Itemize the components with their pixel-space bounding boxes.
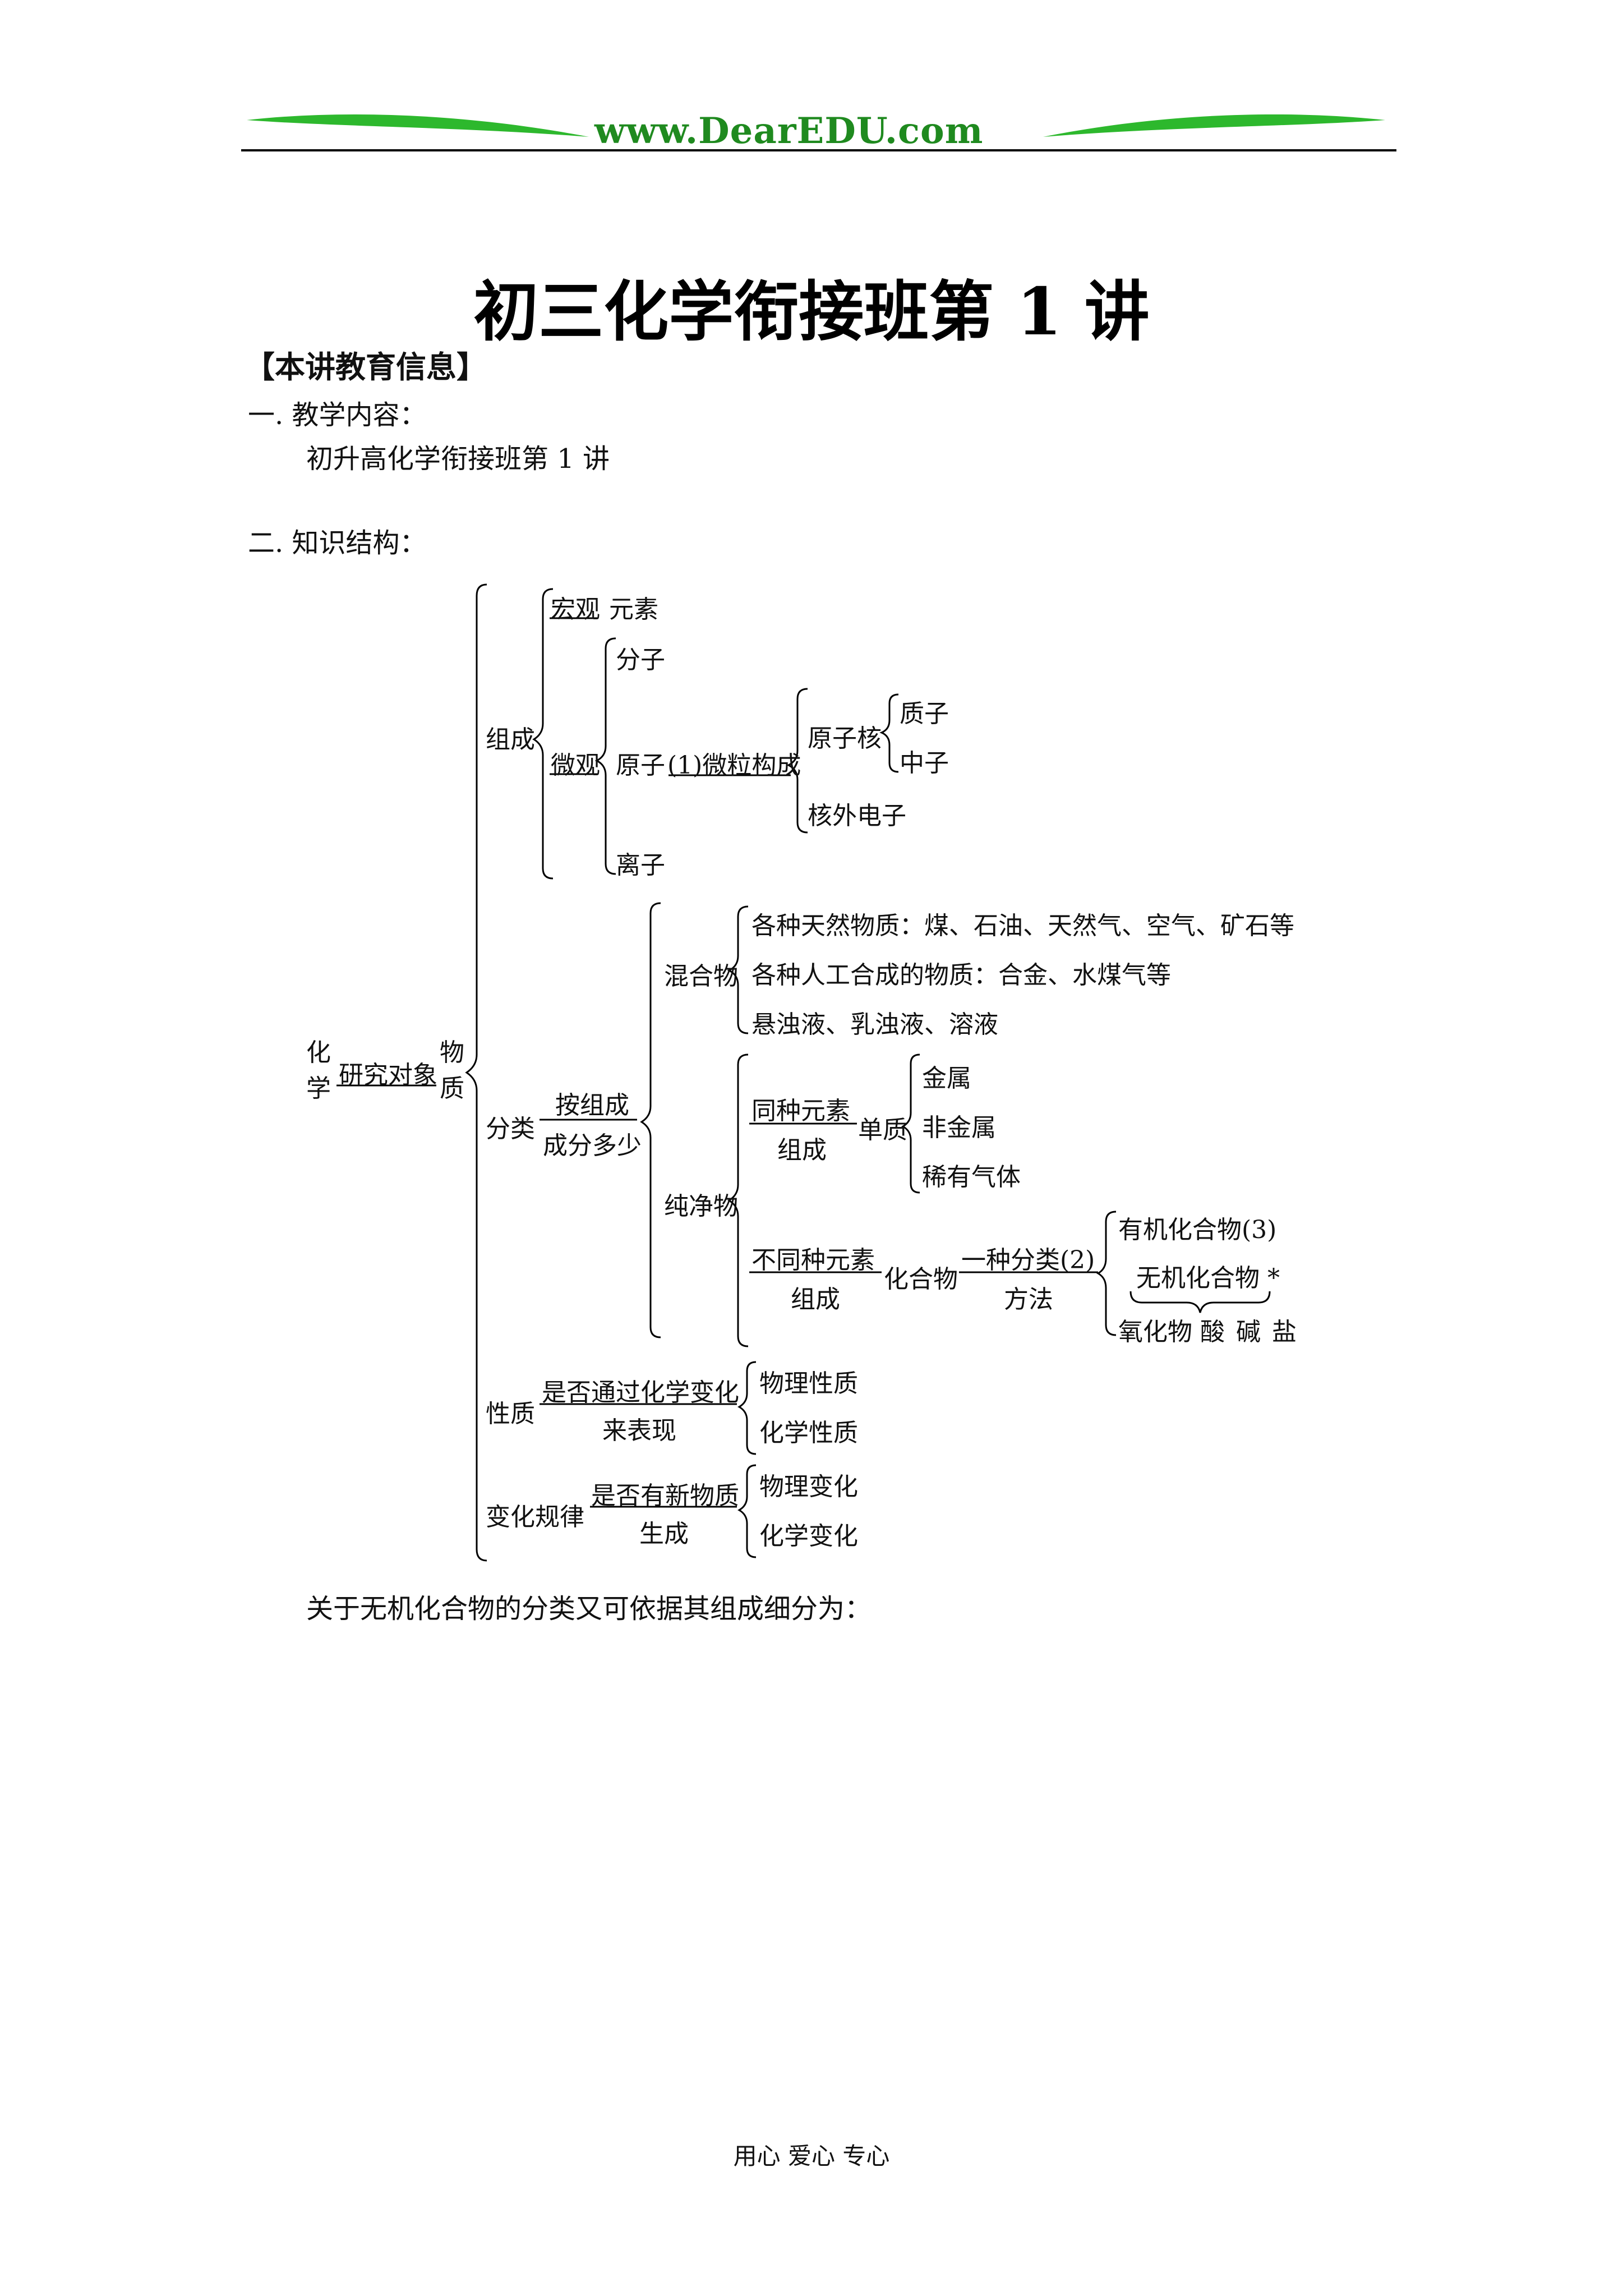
- molecule-label: 分子: [616, 646, 665, 674]
- property-item-chemical: 化学性质: [759, 1419, 858, 1447]
- method-edge-top: 一种分类(2): [961, 1246, 1095, 1274]
- simple-item-noble-gas: 稀有气体: [922, 1163, 1021, 1191]
- inorganic-part-acid: 酸: [1200, 1318, 1225, 1346]
- simple-item-nonmetal: 非金属: [922, 1114, 996, 1142]
- composition-label: 组成: [486, 725, 535, 754]
- root-edge-label: 研究对象: [339, 1061, 437, 1089]
- change-edge-bottom: 生成: [639, 1520, 689, 1548]
- atom-label: 原子: [616, 751, 665, 780]
- inorganic-part-oxide: 氧化物: [1118, 1318, 1192, 1346]
- object-bottom: 质: [440, 1074, 464, 1103]
- atom-edge-label: (1)微粒构成: [667, 751, 801, 780]
- inorganic-part-base: 碱: [1236, 1318, 1261, 1346]
- property-item-physical: 物理性质: [759, 1369, 858, 1398]
- property-edge-bottom: 来表现: [602, 1416, 676, 1445]
- change-label: 变化规律: [486, 1503, 584, 1531]
- page-footer: 用心 爱心 专心: [733, 2142, 890, 2170]
- diff-element-bottom: 组成: [791, 1285, 840, 1314]
- change-item-chemical: 化学变化: [759, 1522, 858, 1550]
- section1-content: 初升高化学衔接班第 1 讲: [306, 443, 610, 475]
- site-logo: www.DearEDU.com: [594, 110, 984, 152]
- change-item-physical: 物理变化: [759, 1473, 858, 1501]
- ion-label: 离子: [616, 851, 665, 880]
- property-edge-top: 是否通过化学变化: [542, 1378, 739, 1407]
- mixture-label: 混合物: [664, 962, 738, 991]
- header-banner: [241, 114, 1396, 151]
- root-top: 化: [306, 1038, 331, 1067]
- simple-substance-label: 单质: [858, 1116, 907, 1144]
- page-title: 初三化学衔接班第 1 讲: [473, 274, 1150, 350]
- inorganic-note: 关于无机化合物的分类又可依据其组成细分为：: [306, 1593, 872, 1625]
- mixture-item-1: 各种天然物质：煤、石油、天然气、空气、矿石等: [751, 912, 1294, 940]
- inorganic-part-salt: 盐: [1272, 1318, 1297, 1346]
- property-label: 性质: [486, 1400, 535, 1428]
- classification-edge-top: 按组成: [555, 1091, 629, 1120]
- macro-label: 宏观: [551, 595, 600, 624]
- mixture-item-3: 悬浊液、乳浊液、溶液: [751, 1010, 998, 1039]
- section2-label: 二. 知识结构：: [248, 527, 427, 559]
- compound-label: 化合物: [884, 1265, 958, 1294]
- section1-label: 一. 教学内容：: [248, 399, 427, 431]
- same-element-top: 同种元素: [751, 1097, 850, 1125]
- root-bottom: 学: [306, 1074, 331, 1103]
- mixture-item-2: 各种人工合成的物质：合金、水煤气等: [751, 961, 1171, 990]
- method-edge-bottom: 方法: [1004, 1285, 1053, 1314]
- same-element-bottom: 组成: [777, 1136, 827, 1165]
- classification-edge-bottom: 成分多少: [543, 1131, 642, 1160]
- nucleus-label: 原子核: [808, 724, 882, 753]
- object-top: 物: [440, 1038, 464, 1067]
- organic-compound-label: 有机化合物(3): [1118, 1216, 1277, 1244]
- proton-label: 质子: [900, 700, 949, 728]
- micro-label: 微观: [551, 751, 600, 780]
- change-edge-top: 是否有新物质: [591, 1481, 739, 1510]
- diff-element-top: 不同种元素: [751, 1246, 875, 1274]
- electron-label: 核外电子: [808, 802, 906, 830]
- classification-label: 分类: [486, 1115, 535, 1143]
- info-heading: 【本讲教育信息】: [245, 349, 487, 385]
- inorganic-compound-label: 无机化合物 *: [1136, 1264, 1280, 1292]
- element-label: 元素: [609, 595, 658, 624]
- neutron-label: 中子: [900, 749, 949, 777]
- pure-label: 纯净物: [664, 1192, 738, 1221]
- simple-item-metal: 金属: [922, 1064, 971, 1093]
